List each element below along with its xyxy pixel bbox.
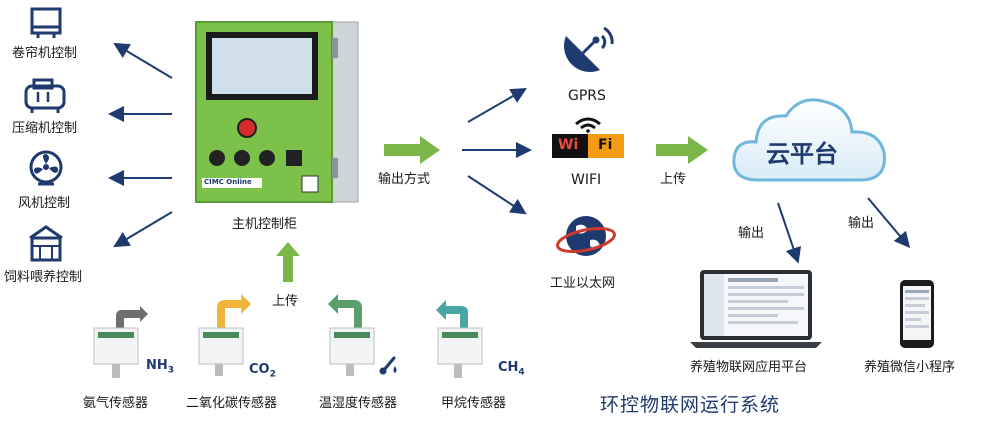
comm-label-gprs: GPRS: [568, 88, 606, 104]
cloud-label: 云平台: [766, 140, 838, 168]
sensor-formula-ch4: CH4: [498, 360, 525, 378]
system-title: 环控物联网运行系统: [600, 394, 781, 416]
thermometer-icon: [378, 354, 400, 376]
output-method-arrow: [384, 136, 440, 164]
sensor-label-nh3: 氨气传感器: [83, 396, 149, 411]
feeder-icon: [26, 224, 66, 264]
comm-label-wifi: WIFI: [571, 172, 602, 188]
output-label-1: 输出: [738, 226, 765, 241]
upload-label-cloud: 上传: [660, 172, 687, 187]
sensor-ch4: CH4: [428, 298, 528, 384]
cloud-icon: 云平台: [728, 88, 892, 192]
wifi-badge-wi: Wi: [558, 137, 579, 153]
phone-icon: [898, 278, 936, 350]
sensor-temp-humidity: [320, 292, 410, 384]
upload-arrow-right: [656, 136, 708, 164]
cabinet-label: 主机控制柜: [232, 217, 298, 232]
sensor-label-temp-humidity: 温湿度传感器: [319, 396, 398, 411]
globe-icon: [556, 210, 616, 264]
upload-arrow-up: [276, 242, 300, 282]
comm-label-ethernet: 工业以太网: [550, 276, 616, 291]
output-label-compressor: 压缩机控制: [12, 121, 78, 136]
sensor-label-co2: 二氧化碳传感器: [186, 396, 278, 411]
upload-label-sensors: 上传: [272, 294, 299, 309]
roller-blind-icon: [28, 5, 64, 41]
output-method-label: 输出方式: [378, 172, 431, 187]
sensor-formula-co2: CO2: [249, 362, 276, 380]
wifi-icon: Wi Fi: [552, 114, 624, 164]
platform-label: 养殖物联网应用平台: [690, 360, 808, 375]
output-label-fan: 风机控制: [18, 196, 71, 211]
fan-icon: [28, 150, 64, 186]
output-label-2: 输出: [848, 216, 875, 231]
output-label-roller: 卷帘机控制: [12, 46, 78, 61]
miniprogram-label: 养殖微信小程序: [864, 360, 956, 375]
compressor-icon: [24, 78, 68, 114]
sensor-nh3: NH3: [88, 306, 178, 386]
wifi-badge-fi: Fi: [598, 137, 613, 153]
sensor-label-ch4: 甲烷传感器: [441, 396, 507, 411]
laptop-icon: [690, 268, 822, 350]
satellite-dish-icon: [558, 22, 618, 78]
output-label-feeder: 饲料喂养控制: [4, 270, 83, 285]
sensor-formula-nh3: NH3: [146, 358, 175, 376]
sensor-co2: CO2: [193, 292, 283, 384]
cabinet-brand: CIMC Online: [204, 178, 252, 186]
control-cabinet: CIMC Online: [192, 18, 362, 204]
